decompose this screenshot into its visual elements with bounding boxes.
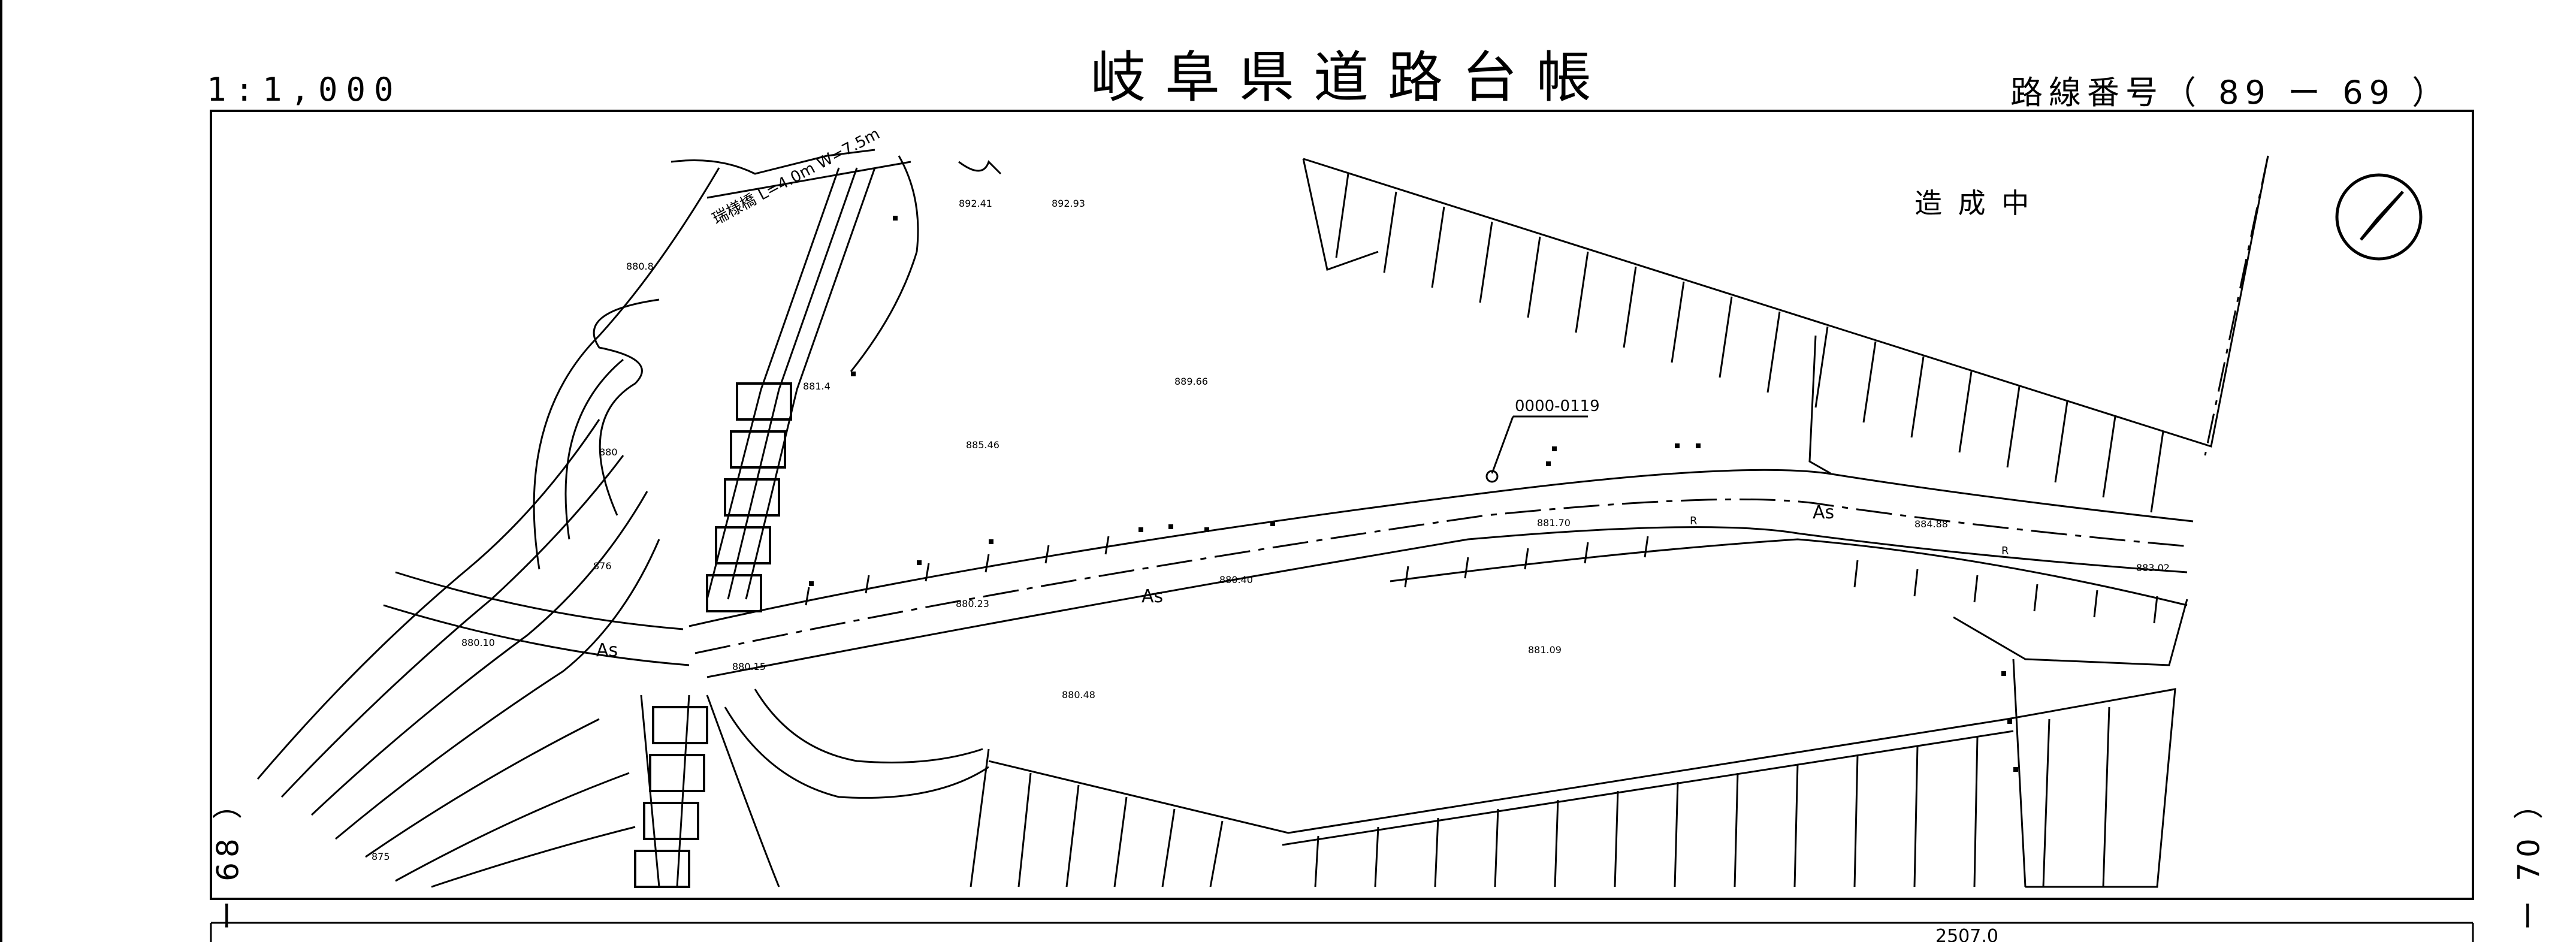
road-slope-ticks: [805, 536, 2158, 624]
road-marker: R: [1690, 515, 1698, 527]
road-edge-south: [706, 526, 2188, 678]
section-id-label: 0000-0119: [1515, 397, 1600, 415]
slope-hatching-upper: [1335, 173, 2164, 513]
elevation-label: 876: [593, 560, 612, 572]
elevation-label: 892.93: [1052, 198, 1085, 209]
elevation-label: 880.23: [956, 598, 989, 609]
pavement-label: As: [1813, 502, 1834, 523]
under-construction-label: 造 成 中: [1914, 187, 2033, 219]
elevation-label: 880: [599, 446, 618, 458]
road-marker: R: [2001, 545, 2009, 557]
elevation-label: 889.66: [1174, 376, 1208, 387]
elevation-label: 880.15: [732, 661, 766, 672]
elevation-label: 883.02: [2136, 562, 2170, 573]
slope-hatching-lower: [1017, 707, 2110, 887]
contour-lines: [256, 149, 911, 888]
construction-area-boundary: [1303, 155, 2269, 448]
elevation-label: 875: [372, 851, 390, 862]
bottom-partial-label: 2507.0: [1935, 926, 1998, 942]
bridge-piers: [634, 382, 792, 888]
route-number: 路線番号（ 89 ー 69 ）: [2010, 74, 2451, 111]
elevation-label: 884.88: [1914, 518, 1948, 530]
pavement-label: As: [596, 640, 618, 661]
elevation-label: 880.40: [1219, 574, 1253, 585]
elevation-label: 892.41: [959, 198, 992, 209]
road-centerline: [694, 498, 2191, 654]
elevation-label: 880.8: [626, 261, 654, 272]
stream-and-bridge: [640, 155, 1002, 887]
lower-slope-boundary: [988, 688, 2176, 888]
pavement-label: As: [1141, 586, 1163, 607]
map-scale: 1:1,000: [207, 71, 402, 108]
survey-points: [809, 216, 2018, 772]
road-edge-north: [688, 469, 2194, 627]
bridge-label: 瑞様橋 L=4.0m W=7.5m: [709, 125, 883, 228]
elevation-label: 885.46: [966, 439, 999, 451]
north-arrow-icon: [2335, 173, 2423, 261]
elevation-label: 881.70: [1537, 517, 1571, 529]
elevation-label: 881.4: [803, 381, 831, 392]
elevation-label: 880.10: [461, 637, 495, 648]
elevation-label: 881.09: [1528, 644, 1562, 656]
map-title: 岐阜県道路台帳: [1091, 46, 1611, 110]
elevation-label: 880.48: [1062, 689, 1095, 701]
map-frame: [210, 110, 2474, 900]
